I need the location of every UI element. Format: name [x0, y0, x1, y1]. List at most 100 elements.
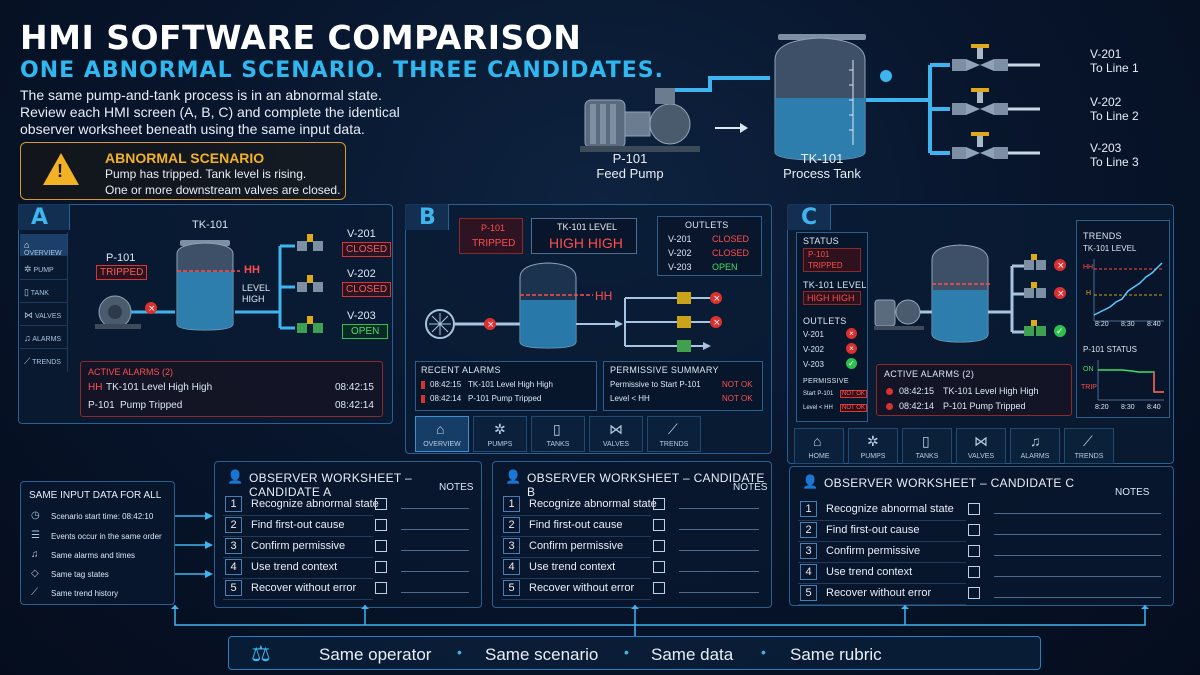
- panel-a-alarm-2-text[interactable]: Pump Tripped: [120, 400, 183, 411]
- closed-icon: ×: [846, 343, 857, 354]
- panel-a-nav-valves[interactable]: ⋈ VALVES: [20, 304, 68, 326]
- row-checkbox[interactable]: [375, 519, 387, 531]
- panel-c-alarm-1-text[interactable]: TK-101 Level High High: [943, 386, 1039, 396]
- panel-b-permissive-2-state: NOT OK: [722, 394, 753, 403]
- panel-a-nav-tank[interactable]: ▯ TANK: [20, 281, 68, 303]
- row-number: 2: [503, 517, 520, 533]
- panel-c-letter-tab: [787, 204, 831, 230]
- row-notes-field[interactable]: [994, 576, 1161, 577]
- panel-b-tab-valves[interactable]: ⋈ VALVES: [589, 416, 643, 452]
- valve-icon: ⋈: [609, 421, 623, 437]
- row-notes-field[interactable]: [994, 513, 1161, 514]
- footer-item: Same rubric: [790, 645, 882, 664]
- nav-label: VALVES: [967, 453, 995, 460]
- panel-c-tab-valves[interactable]: ⋈ VALVES: [956, 428, 1006, 464]
- row-checkbox[interactable]: [968, 566, 980, 578]
- panel-b-pump-state: TRIPPED: [472, 238, 516, 249]
- panel-b-alarm-1-text[interactable]: TK-101 Level High High: [468, 380, 553, 389]
- panel-b-alarm-box: [415, 361, 597, 411]
- row-checkbox[interactable]: [653, 561, 665, 573]
- row-divider: [798, 541, 966, 542]
- panel-b-tab-pumps[interactable]: ✲ PUMPS: [473, 416, 527, 452]
- row-notes-field[interactable]: [679, 571, 759, 572]
- panel-b-tab-trends[interactable]: ⟋ TRENDS: [647, 416, 701, 452]
- svg-text:×: ×: [1057, 261, 1065, 271]
- warning-mark: !: [57, 161, 63, 181]
- panel-b-tab-overview[interactable]: ⌂ OVERVIEW: [415, 416, 469, 452]
- row-notes-field[interactable]: [679, 529, 759, 530]
- panel-c-tab-home[interactable]: ⌂ HOME: [794, 428, 844, 464]
- row-notes-field[interactable]: [994, 555, 1161, 556]
- panel-b-tab-tanks[interactable]: ▯ TANKS: [531, 416, 585, 452]
- row-checkbox[interactable]: [968, 587, 980, 599]
- panel-c-alarm-2-text[interactable]: P-101 Pump Tripped: [943, 401, 1026, 411]
- panel-c-tab-tanks[interactable]: ▯ TANKS: [902, 428, 952, 464]
- footer-item: Same operator: [319, 645, 432, 664]
- panel-a-nav-overview[interactable]: ⌂ OVERVIEW: [20, 234, 68, 257]
- alarm-dot-icon: [886, 388, 893, 395]
- row-criterion: Recover without error: [251, 582, 357, 594]
- row-checkbox[interactable]: [375, 540, 387, 552]
- row-checkbox[interactable]: [653, 498, 665, 510]
- row-number: 2: [225, 517, 242, 533]
- connector-arrows: [175, 512, 213, 578]
- panel-c-letter: C: [801, 205, 818, 230]
- panel-c-status-trip: TRIP: [1081, 384, 1097, 391]
- row-checkbox[interactable]: [968, 545, 980, 557]
- feed-pump-graphic: [580, 88, 700, 152]
- panel-a-level-label-2: HIGH: [242, 294, 265, 304]
- row-notes-field[interactable]: [679, 592, 759, 593]
- row-checkbox[interactable]: [968, 503, 980, 515]
- row-notes-field[interactable]: [401, 529, 469, 530]
- panel-a-nav-trends[interactable]: ⟋ TRENDS: [20, 350, 68, 372]
- row-number: 3: [503, 538, 520, 554]
- panel-a-nav-pump[interactable]: ✲ PUMP: [20, 258, 68, 280]
- row-checkbox[interactable]: [375, 582, 387, 594]
- panel-c-permissive-1-text: Start P-101: [803, 391, 834, 397]
- row-checkbox[interactable]: [968, 524, 980, 536]
- valve-icon: ⋈: [24, 310, 33, 320]
- panel-a-valve-1-tag: V-201: [347, 228, 376, 240]
- nav-label: ALARMS: [32, 336, 62, 343]
- page-subtitle: ONE ABNORMAL SCENARIO. THREE CANDIDATES.: [20, 58, 664, 83]
- row-notes-field[interactable]: [401, 571, 469, 572]
- closed-icon: ×: [846, 328, 857, 339]
- bell-icon: ♫: [31, 549, 39, 560]
- row-notes-field[interactable]: [401, 508, 469, 509]
- panel-c-permissive-title: PERMISSIVE: [803, 378, 849, 385]
- row-notes-field[interactable]: [679, 550, 759, 551]
- same-input-item: Same alarms and times: [51, 551, 136, 560]
- row-divider: [223, 536, 373, 537]
- panel-a-nav-alarms[interactable]: ♫ ALARMS: [20, 327, 68, 349]
- row-notes-field[interactable]: [994, 534, 1161, 535]
- row-number: 5: [800, 585, 817, 601]
- user-icon: 👤: [227, 469, 244, 484]
- row-divider: [501, 578, 651, 579]
- row-divider: [223, 515, 373, 516]
- panel-c-tab-alarms[interactable]: ♫ ALARMS: [1010, 428, 1060, 464]
- panel-c-tab-pumps[interactable]: ✲ PUMPS: [848, 428, 898, 464]
- row-checkbox[interactable]: [375, 561, 387, 573]
- row-notes-field[interactable]: [401, 550, 469, 551]
- tank-icon: ▯: [553, 421, 561, 437]
- panel-c-tab-trends[interactable]: ⟋ TRENDS: [1064, 428, 1114, 464]
- row-checkbox[interactable]: [375, 498, 387, 510]
- panel-a-alarm-1-text[interactable]: TK-101 Level High High: [106, 382, 213, 393]
- panel-a-level-label-1: LEVEL: [242, 283, 271, 293]
- fan-icon: ✲: [24, 264, 32, 274]
- row-number: 3: [800, 543, 817, 559]
- panel-c-trend-tick-2: 8:30: [1121, 321, 1135, 328]
- panel-b-alarm-2-text[interactable]: P-101 Pump Tripped: [468, 394, 542, 403]
- row-notes-field[interactable]: [401, 592, 469, 593]
- row-checkbox[interactable]: [653, 582, 665, 594]
- row-checkbox[interactable]: [653, 519, 665, 531]
- row-checkbox[interactable]: [653, 540, 665, 552]
- row-criterion: Confirm permissive: [529, 540, 624, 552]
- panel-a-valve-2-tag: V-202: [347, 268, 376, 280]
- footer-bullet: •: [624, 644, 629, 660]
- row-notes-field[interactable]: [994, 597, 1161, 598]
- row-notes-field[interactable]: [679, 508, 759, 509]
- row-criterion: Use trend context: [826, 566, 913, 578]
- row-number: 4: [800, 564, 817, 580]
- panel-a-pump-tag: P-101: [106, 252, 136, 264]
